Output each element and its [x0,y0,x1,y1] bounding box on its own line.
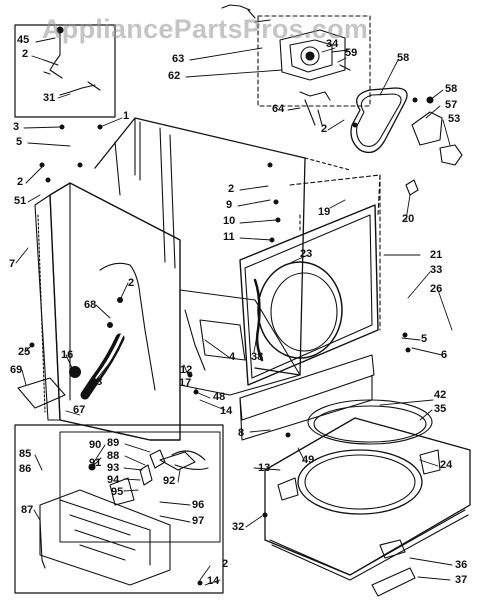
callout-94: 94 [107,474,120,486]
toe-panel [239,354,375,441]
callout-2: 2 [17,176,24,188]
heater-inset [14,424,224,594]
callout-32: 32 [232,521,245,533]
callout-6: 6 [441,349,448,361]
callout-34: 34 [326,38,339,50]
callout-19: 19 [318,206,331,218]
callout-37: 37 [455,574,468,586]
callout-90: 90 [89,439,102,451]
callout-45: 45 [17,34,30,46]
callout-18: 18 [90,376,103,388]
callout-68: 68 [84,299,97,311]
callout-62: 62 [168,70,181,82]
callout-5: 5 [421,333,428,345]
callout-91: 91 [89,457,102,469]
callout-31: 31 [43,92,56,104]
callout-53: 53 [448,113,461,125]
watermark: AppliancePartsPros.com [42,14,369,44]
callout-89: 89 [107,437,120,449]
wire-harness-inset [14,24,116,118]
callout-93: 93 [107,462,120,474]
callout-5: 5 [16,136,23,148]
callout-23: 23 [300,248,313,260]
callout-14: 14 [207,575,220,587]
motor-inset [221,4,371,126]
callout-58: 58 [397,52,410,64]
callout-35: 35 [434,403,447,415]
callout-58: 58 [445,83,458,95]
base-frame [264,399,471,597]
callout-67: 67 [73,404,86,416]
leader-lines [15,37,453,586]
callout-96: 96 [192,499,205,511]
callout-2: 2 [222,558,229,570]
callout-13: 13 [258,462,271,474]
callout-4: 4 [229,351,236,363]
callout-16: 16 [61,349,74,361]
callout-69: 69 [10,364,23,376]
callout-10: 10 [223,215,236,227]
callout-26: 26 [430,283,443,295]
callout-2: 2 [128,277,135,289]
callout-97: 97 [192,515,205,527]
callout-59: 59 [345,47,358,59]
callout-33: 33 [430,264,443,276]
callout-95: 95 [111,486,124,498]
drive-belt [350,87,408,154]
callout-38: 38 [251,351,264,363]
callout-48: 48 [213,391,226,403]
callout-12: 12 [180,364,193,376]
callout-88: 88 [107,450,120,462]
callout-17: 17 [179,377,192,389]
callout-64: 64 [272,103,285,115]
callout-14: 14 [220,405,233,417]
callout-86: 86 [19,463,32,475]
callout-63: 63 [172,53,185,65]
callout-7: 7 [9,258,16,270]
callout-2: 2 [321,123,328,135]
callout-2: 2 [22,48,29,60]
dryer-pad [17,377,66,409]
callout-42: 42 [434,389,447,401]
callout-51: 51 [14,195,27,207]
callout-49: 49 [302,454,315,466]
callout-25: 25 [18,346,31,358]
callout-8: 8 [238,427,245,439]
callout-1: 1 [123,110,130,122]
callout-87: 87 [21,504,34,516]
callout-9: 9 [226,199,233,211]
callout-21: 21 [430,249,443,261]
callout-20: 20 [402,213,415,225]
callout-2: 2 [228,183,235,195]
cabinet [34,117,381,441]
callout-36: 36 [455,559,468,571]
callout-92: 92 [163,475,176,487]
callout-85: 85 [19,448,32,460]
callout-11: 11 [223,231,235,243]
callout-3: 3 [13,121,20,133]
callout-57: 57 [445,99,458,111]
callout-24: 24 [440,459,453,471]
